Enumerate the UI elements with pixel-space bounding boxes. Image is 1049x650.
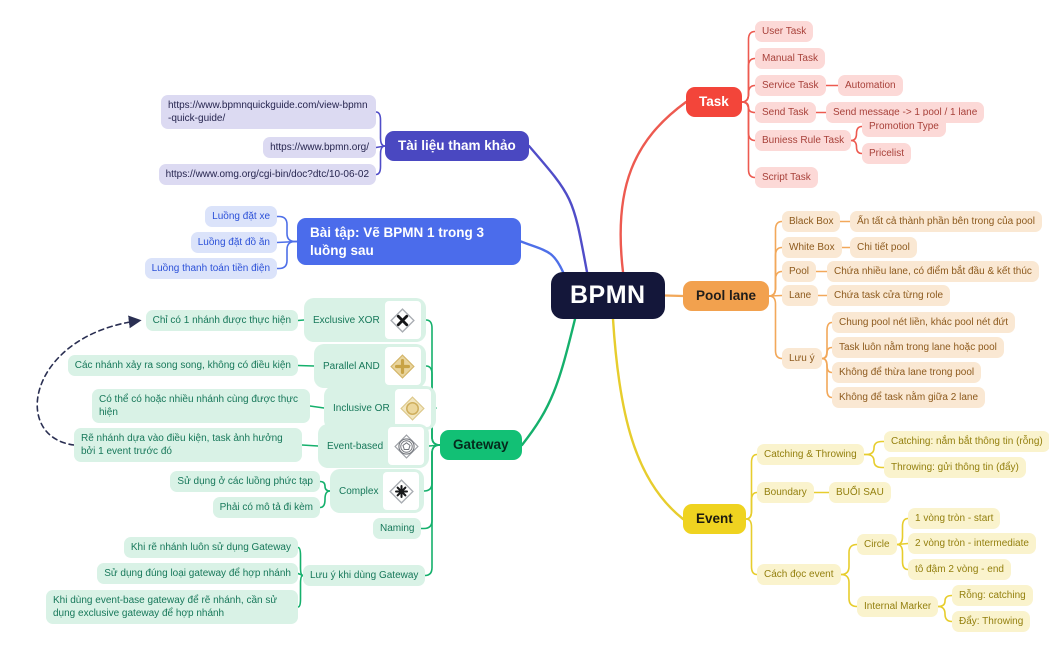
pool-lane-note[interactable]: Chứa task cửa từng role (827, 285, 951, 306)
gateway-parallel-and-label: Parallel AND (323, 360, 380, 372)
reference-link-omg[interactable]: https://www.omg.org/cgi-bin/doc?dtc/10-0… (158, 164, 376, 185)
gateway-inclusive-or-label: Inclusive OR (333, 402, 390, 414)
branch-exercise[interactable]: Bài tập: Vẽ BPMN 1 trong 3 luồng sau (297, 218, 521, 266)
task-service-task[interactable]: Service Task (755, 75, 826, 96)
pool-pool[interactable]: Pool (782, 261, 817, 282)
branch-task[interactable]: Task (686, 87, 742, 117)
branch-gateway[interactable]: Gateway (440, 430, 522, 460)
task-pricelist[interactable]: Pricelist (862, 143, 912, 164)
gateway-exclusive-xor[interactable]: Exclusive XOR (304, 298, 426, 342)
pool-lane[interactable]: Lane (782, 285, 819, 306)
exercise-option-thanh-toan[interactable]: Luồng thanh toán tiền điện (144, 258, 277, 279)
branch-reference-docs[interactable]: Tài liệu tham khảo (385, 131, 529, 161)
task-service-task-note[interactable]: Automation (838, 75, 903, 96)
and-gateway-icon (384, 347, 421, 385)
pool-black-box-note[interactable]: Ẩn tất cả thành phần bên trong của pool (850, 211, 1042, 232)
gateway-event-based[interactable]: Event-based (318, 424, 430, 468)
complex-gateway-icon (383, 472, 420, 510)
gateway-tips-label[interactable]: Lưu ý khi dùng Gateway (303, 565, 426, 586)
gateway-or-desc[interactable]: Có thể có hoặc nhiều nhánh cùng được thự… (92, 389, 310, 423)
gateway-and-desc[interactable]: Các nhánh xảy ra song song, không có điề… (67, 355, 298, 376)
exercise-option-dat-xe[interactable]: Luồng đặt xe (205, 206, 277, 227)
gateway-complex-note-2[interactable]: Phải có mô tả đi kèm (212, 497, 320, 518)
event-reading[interactable]: Cách đọc event (757, 564, 841, 585)
task-business-rule-task[interactable]: Buniess Rule Task (755, 130, 852, 151)
pool-black-box[interactable]: Black Box (782, 211, 841, 232)
gateway-inclusive-or[interactable]: Inclusive OR (324, 386, 436, 430)
gateway-exclusive-xor-label: Exclusive XOR (313, 314, 380, 326)
reference-link-bpmnquickguide[interactable]: https://www.bpmnquickguide.com/view-bpmn… (161, 95, 376, 129)
task-manual-task[interactable]: Manual Task (755, 48, 825, 69)
event-boundary-note[interactable]: BUỔI SAU (829, 482, 891, 503)
event-gateway-icon (388, 427, 425, 465)
pool-note-1[interactable]: Chung pool nét liền, khác pool nét đứt (832, 312, 1016, 333)
pool-pool-note[interactable]: Chứa nhiều lane, có điểm bắt đầu & kết t… (827, 261, 1039, 282)
gateway-event-based-label: Event-based (327, 440, 384, 452)
event-catching-note[interactable]: Catching: nắm bắt thông tin (rỗng) (884, 431, 1049, 452)
event-circle-start[interactable]: 1 vòng tròn - start (908, 508, 1001, 529)
gateway-complex-label: Complex (339, 485, 379, 497)
pool-white-box-note[interactable]: Chi tiết pool (850, 237, 917, 258)
pool-note-3[interactable]: Không để thừa lane trong pool (832, 362, 982, 383)
or-gateway-icon (394, 389, 431, 427)
task-user-task[interactable]: User Task (755, 21, 814, 42)
task-promotion-type[interactable]: Promotion Type (862, 116, 946, 137)
pool-note-4[interactable]: Không để task nằm giữa 2 lane (832, 387, 986, 408)
event-marker-catching[interactable]: Rỗng: catching (952, 585, 1033, 606)
central-topic-bpmn[interactable]: BPMN (551, 272, 665, 319)
pool-note-2[interactable]: Task luôn nằm trong lane hoặc pool (832, 337, 1004, 358)
gateway-tip-1[interactable]: Khi rẽ nhánh luôn sử dụng Gateway (123, 537, 298, 558)
event-circle-intermediate[interactable]: 2 vòng tròn - intermediate (908, 533, 1036, 554)
event-catching-throwing[interactable]: Catching & Throwing (757, 444, 864, 465)
event-throwing-note[interactable]: Throwing: gửi thông tin (đẩy) (884, 457, 1026, 478)
event-marker-throwing[interactable]: Đẩy: Throwing (952, 611, 1031, 632)
gateway-event-based-desc[interactable]: Rẽ nhánh dựa vào điều kiện, task ảnh hưở… (74, 428, 302, 462)
pool-notes-label[interactable]: Lưu ý (782, 348, 822, 369)
gateway-xor-desc[interactable]: Chỉ có 1 nhánh được thực hiện (145, 310, 298, 331)
gateway-tip-2[interactable]: Sử dụng đúng loại gateway để hợp nhánh (97, 563, 298, 584)
reference-link-bpmn-org[interactable]: https://www.bpmn.org/ (263, 137, 376, 158)
branch-event[interactable]: Event (683, 504, 746, 534)
gateway-complex[interactable]: Complex (330, 469, 425, 513)
gateway-naming[interactable]: Naming (373, 518, 422, 539)
event-boundary[interactable]: Boundary (757, 482, 814, 503)
gateway-parallel-and[interactable]: Parallel AND (314, 344, 426, 388)
gateway-tip-3[interactable]: Khi dùng event-base gateway để rẽ nhánh,… (46, 590, 298, 624)
exercise-option-dat-do-an[interactable]: Luồng đặt đồ ăn (190, 232, 277, 253)
gateway-complex-note-1[interactable]: Sử dụng ở các luồng phức tạp (170, 471, 320, 492)
event-circle-end[interactable]: tô đậm 2 vòng - end (908, 559, 1011, 580)
event-internal-marker[interactable]: Internal Marker (857, 596, 939, 617)
task-script-task[interactable]: Script Task (755, 167, 818, 188)
pool-white-box[interactable]: White Box (782, 237, 842, 258)
branch-pool-lane[interactable]: Pool lane (683, 281, 770, 311)
task-send-task[interactable]: Send Task (755, 102, 816, 123)
event-circle[interactable]: Circle (857, 534, 897, 555)
xor-gateway-icon (384, 301, 421, 339)
